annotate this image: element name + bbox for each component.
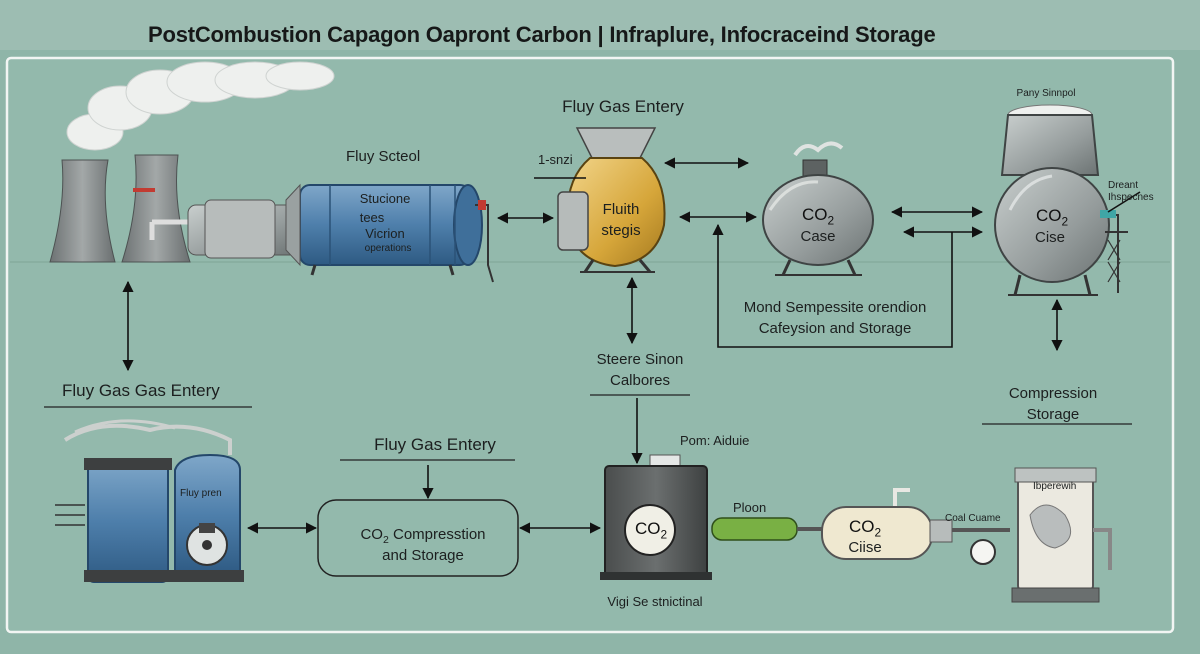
compression-storage-tank <box>1011 467 1112 603</box>
label-ciise: Ciise <box>848 539 882 556</box>
diagram-title: PostCombustion Capagon Oapront Carbon | … <box>148 22 936 47</box>
label-vicrion: Vicrion <box>365 226 405 241</box>
co2-dark-tank <box>600 454 712 580</box>
label-fluy-gas-entery-mid: Fluy Gas Entery <box>374 435 496 454</box>
label-cise: Cise <box>1034 229 1066 246</box>
label-fluith: Fluith <box>602 201 640 218</box>
label-1-snzi: 1-snzi <box>538 152 573 167</box>
smoke <box>66 61 335 151</box>
label-compression: Compression <box>1008 385 1098 402</box>
storage-vessel <box>994 104 1128 296</box>
co2-case-vessel <box>762 141 874 276</box>
label-calbores: Calbores <box>609 372 671 389</box>
label-stegis: stegis <box>601 222 641 239</box>
label-fluy-scteol: Fluy Scteol <box>346 148 421 165</box>
label-fluy-gas-entery-top: Fluy Gas Entery <box>562 97 684 116</box>
label-pom-aiduie: Pom: Aiduie <box>680 433 750 448</box>
gold-scrubber <box>557 127 666 273</box>
label-operations: operations <box>364 243 412 254</box>
cooling-towers <box>49 154 195 263</box>
connector-arrows <box>122 157 1141 534</box>
label-cafeysion-storage: Cafeysion and Storage <box>758 320 912 337</box>
green-pipe <box>711 517 798 541</box>
label-ibperewih: Ibperewih <box>1033 481 1077 492</box>
label-fluy-pren: Fluy pren <box>180 488 222 499</box>
label-dreant: Dreant <box>1108 180 1139 191</box>
label-mond-sempessite: Mond Sempessite orendion <box>743 299 927 316</box>
label-co2-cise2: CO2 <box>848 517 882 540</box>
label-ihspecnes: Ihspecnes <box>1108 192 1154 203</box>
label-coal-cuame: Coal Cuame <box>945 513 1001 524</box>
label-co2-tank: CO2 <box>634 519 668 542</box>
label-ploon: Ploon <box>733 500 767 515</box>
label-vigi-se-stnictinal: Vigi Se stnictinal <box>607 594 703 609</box>
label-and-storage: and Storage <box>382 547 464 564</box>
label-co2-cise: CO2 <box>1035 206 1069 229</box>
label-tees: tees <box>359 210 385 225</box>
label-stucione: Stucione <box>359 191 411 206</box>
label-storage: Storage <box>1026 406 1080 423</box>
label-co2-compresstion: CO2 Compresstion <box>360 526 486 546</box>
label-pany-sinnpol: Pany Sinnpol <box>1016 88 1076 99</box>
label-fluy-gas-gas-entery: Fluy Gas Gas Entery <box>62 381 220 400</box>
label-case: Case <box>800 228 836 245</box>
beige-tank <box>821 488 1010 565</box>
separator-vessel <box>285 183 494 283</box>
label-co2-case: CO2 <box>801 205 835 228</box>
label-steere-sinon: Steere Sinon <box>596 351 684 368</box>
compressor-units <box>55 419 244 583</box>
co2-compression-box <box>317 499 519 577</box>
